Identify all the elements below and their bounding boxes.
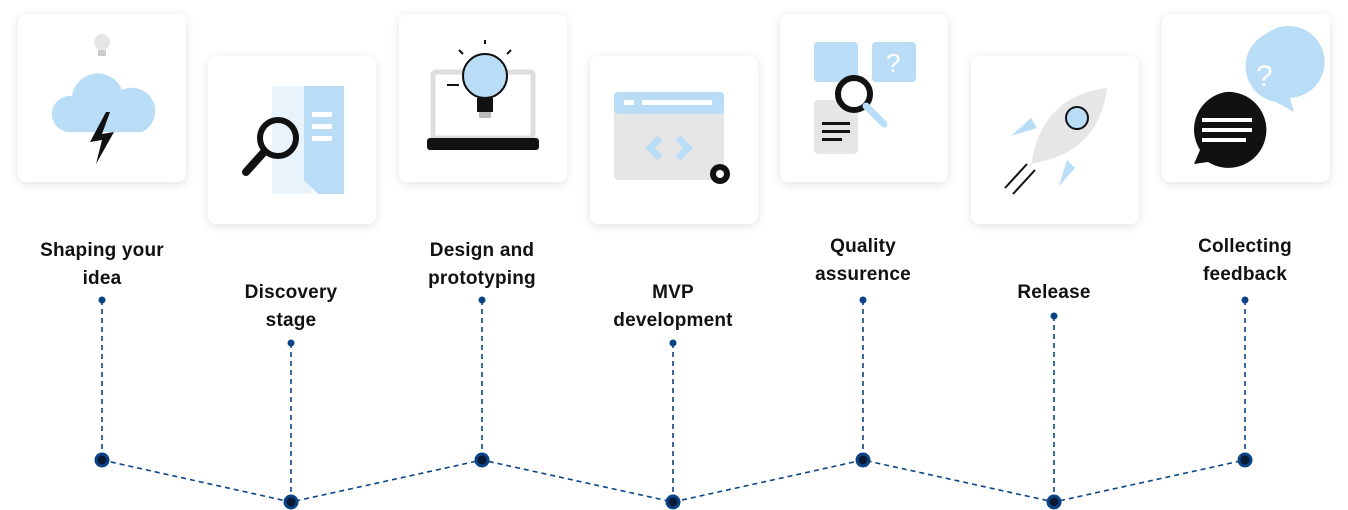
magnifier-document-icon xyxy=(242,86,344,194)
label-dot xyxy=(1241,296,1249,304)
svg-text:?: ? xyxy=(886,48,900,78)
timeline-node xyxy=(94,452,110,468)
card-mvp xyxy=(590,56,758,224)
label-dot xyxy=(478,296,486,304)
laptop-lightbulb-icon xyxy=(427,40,539,150)
chat-question-icon: ? xyxy=(1194,26,1325,168)
label-dot xyxy=(1050,312,1058,320)
rocket-icon xyxy=(1004,88,1107,195)
card-feedback: ? xyxy=(1162,14,1330,182)
step-label-release: Release xyxy=(1017,282,1091,303)
timeline-node xyxy=(1046,494,1062,510)
browser-code-gear-icon xyxy=(614,92,730,184)
label-dot xyxy=(287,339,295,347)
timeline-node xyxy=(283,494,299,510)
cloud-lightning-bulb-icon xyxy=(51,34,156,164)
search-question-icon: ? xyxy=(814,42,916,154)
card-qa: ? xyxy=(780,14,948,182)
timeline-node xyxy=(855,452,871,468)
card-design xyxy=(399,14,567,182)
card-shaping-idea xyxy=(18,14,186,182)
label-dot xyxy=(859,296,867,304)
timeline-node xyxy=(474,452,490,468)
timeline-node xyxy=(665,494,681,510)
svg-text:?: ? xyxy=(1256,60,1273,93)
label-dot xyxy=(669,339,677,347)
card-discovery xyxy=(208,56,376,224)
label-dot xyxy=(98,296,106,304)
card-release xyxy=(971,56,1139,224)
timeline-node xyxy=(1237,452,1253,468)
